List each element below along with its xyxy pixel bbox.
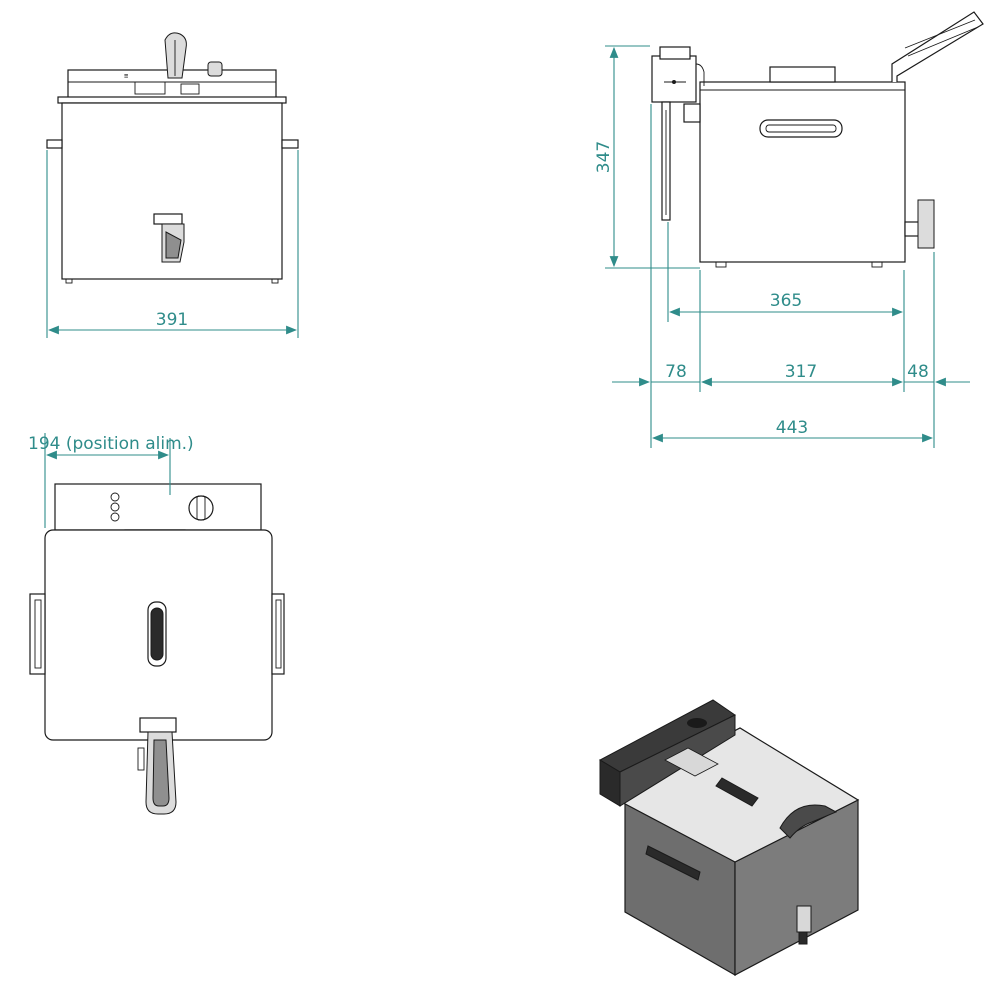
dim-side-depth: 365: [770, 291, 802, 311]
dim-side-total: 443: [776, 418, 808, 438]
dim-side-body-width: 317: [785, 362, 817, 382]
side-view: 347 365 78 317 48 443: [594, 11, 984, 448]
top-view: 194 (position alim.): [28, 433, 285, 815]
isometric-view: [598, 699, 860, 977]
dim-side-height: 347: [594, 141, 614, 173]
dim-side-left-offset: 78: [665, 362, 687, 382]
front-view: ≡ 391: [46, 32, 299, 338]
dim-side-right-offset: 48: [907, 362, 929, 382]
svg-text:≡: ≡: [124, 72, 128, 80]
dim-top-position: 194 (position alim.): [28, 434, 194, 454]
dim-front-width: 391: [156, 310, 188, 330]
